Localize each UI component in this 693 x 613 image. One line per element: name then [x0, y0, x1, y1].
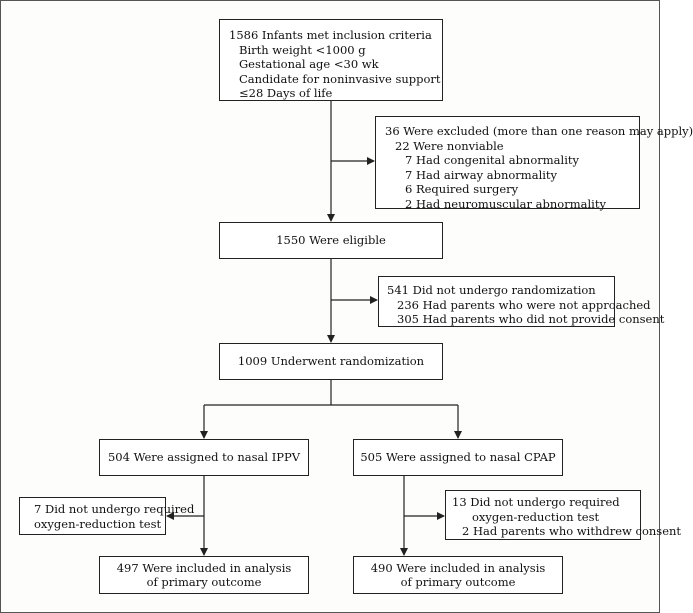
eligible-label: 1550 Were eligible — [276, 233, 386, 248]
ippv-analysis-line: of primary outcome — [146, 575, 262, 589]
inclusion-box: 1586 Infants met inclusion criteria Birt… — [219, 19, 443, 101]
cpap-dropout-title: 13 Did not undergo required — [452, 495, 620, 509]
excluded-title: 36 Were excluded (more than one reason m… — [385, 124, 693, 138]
ippv-assigned-label: 504 Were assigned to nasal IPPV — [107, 450, 301, 465]
not-randomized-box: 541 Did not undergo randomization 236 Ha… — [378, 276, 665, 327]
ippv-dropout-box: 7 Did not undergo required oxygen-reduct… — [19, 497, 195, 535]
not-randomized-title: 541 Did not undergo randomization — [387, 283, 596, 297]
flow-connectors — [166, 101, 462, 556]
eligible-box: 1550 Were eligible — [219, 222, 443, 259]
cpap-assigned-box: 505 Were assigned to nasal CPAP — [353, 439, 563, 476]
ippv-dropout-line: 7 Did not undergo required — [34, 502, 195, 516]
ippv-analysis-box: 497 Were included in analysis of primary… — [99, 556, 309, 594]
cpap-assigned-label: 505 Were assigned to nasal CPAP — [360, 450, 556, 465]
inclusion-criterion: ≤28 Days of life — [239, 86, 333, 100]
excluded-reason: 22 Were nonviable — [395, 138, 504, 153]
cpap-dropout-line: 2 Had parents who withdrew consent — [462, 524, 682, 538]
not-randomized-reason: 305 Had parents who did not provide cons… — [397, 312, 665, 326]
inclusion-criterion: Birth weight <1000 g — [239, 42, 366, 57]
ippv-assigned-box: 504 Were assigned to nasal IPPV — [99, 439, 309, 476]
ippv-analysis-line: 497 Were included in analysis — [116, 560, 292, 575]
inclusion-criterion: Gestational age <30 wk — [239, 57, 379, 71]
inclusion-title: 1586 Infants met inclusion criteria — [229, 28, 432, 42]
cpap-analysis-box: 490 Were included in analysis of primary… — [353, 556, 563, 594]
inclusion-criterion: Candidate for noninvasive support — [239, 71, 441, 86]
excluded-reason: 6 Required surgery — [405, 182, 519, 196]
cpap-dropout-line: oxygen-reduction test — [472, 509, 600, 524]
excluded-reason: 7 Had congenital abnormality — [405, 153, 579, 167]
ippv-dropout-line: oxygen-reduction test — [34, 516, 162, 531]
cpap-dropout-box: 13 Did not undergo required oxygen-reduc… — [445, 490, 682, 540]
excluded-reason: 2 Had neuromuscular abnormality — [405, 196, 606, 211]
randomized-box: 1009 Underwent randomization — [219, 343, 443, 380]
randomized-label: 1009 Underwent randomization — [237, 354, 425, 369]
excluded-box: 36 Were excluded (more than one reason m… — [375, 116, 693, 211]
cpap-analysis-line: 490 Were included in analysis — [370, 560, 546, 575]
not-randomized-reason: 236 Had parents who were not approached — [397, 297, 651, 312]
cpap-analysis-line: of primary outcome — [400, 575, 516, 589]
excluded-reason: 7 Had airway abnormality — [405, 167, 558, 182]
